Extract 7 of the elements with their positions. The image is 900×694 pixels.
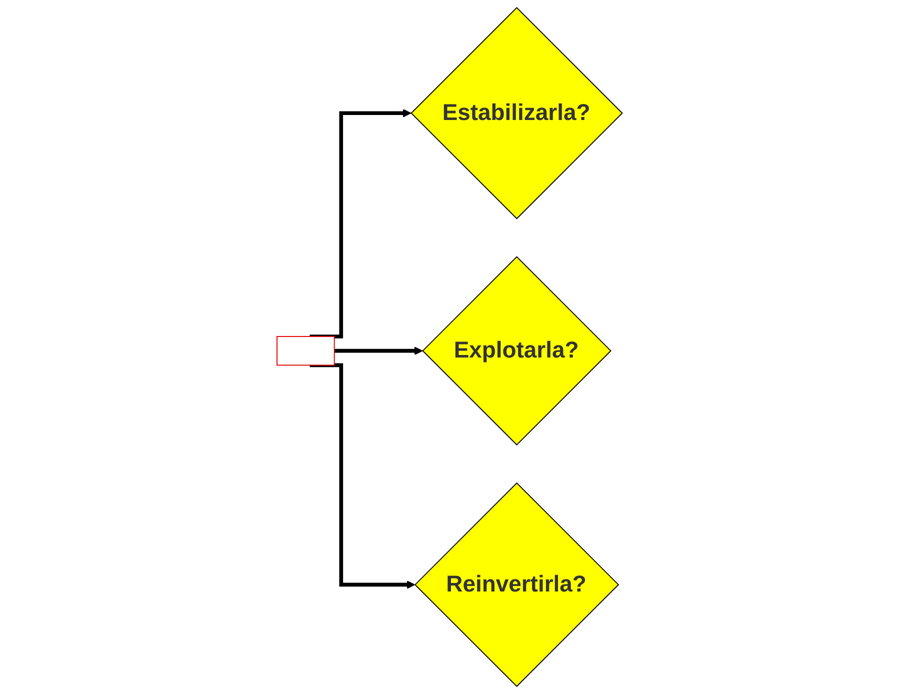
arrow [334, 346, 424, 356]
node-box [276, 336, 336, 366]
arrow [310, 363, 416, 589]
node-diamond: Estabilizarla? [410, 6, 624, 220]
node-diamond: Reinvertirla? [414, 482, 620, 688]
node-diamond: Explotarla? [422, 256, 612, 446]
arrow [310, 108, 412, 338]
